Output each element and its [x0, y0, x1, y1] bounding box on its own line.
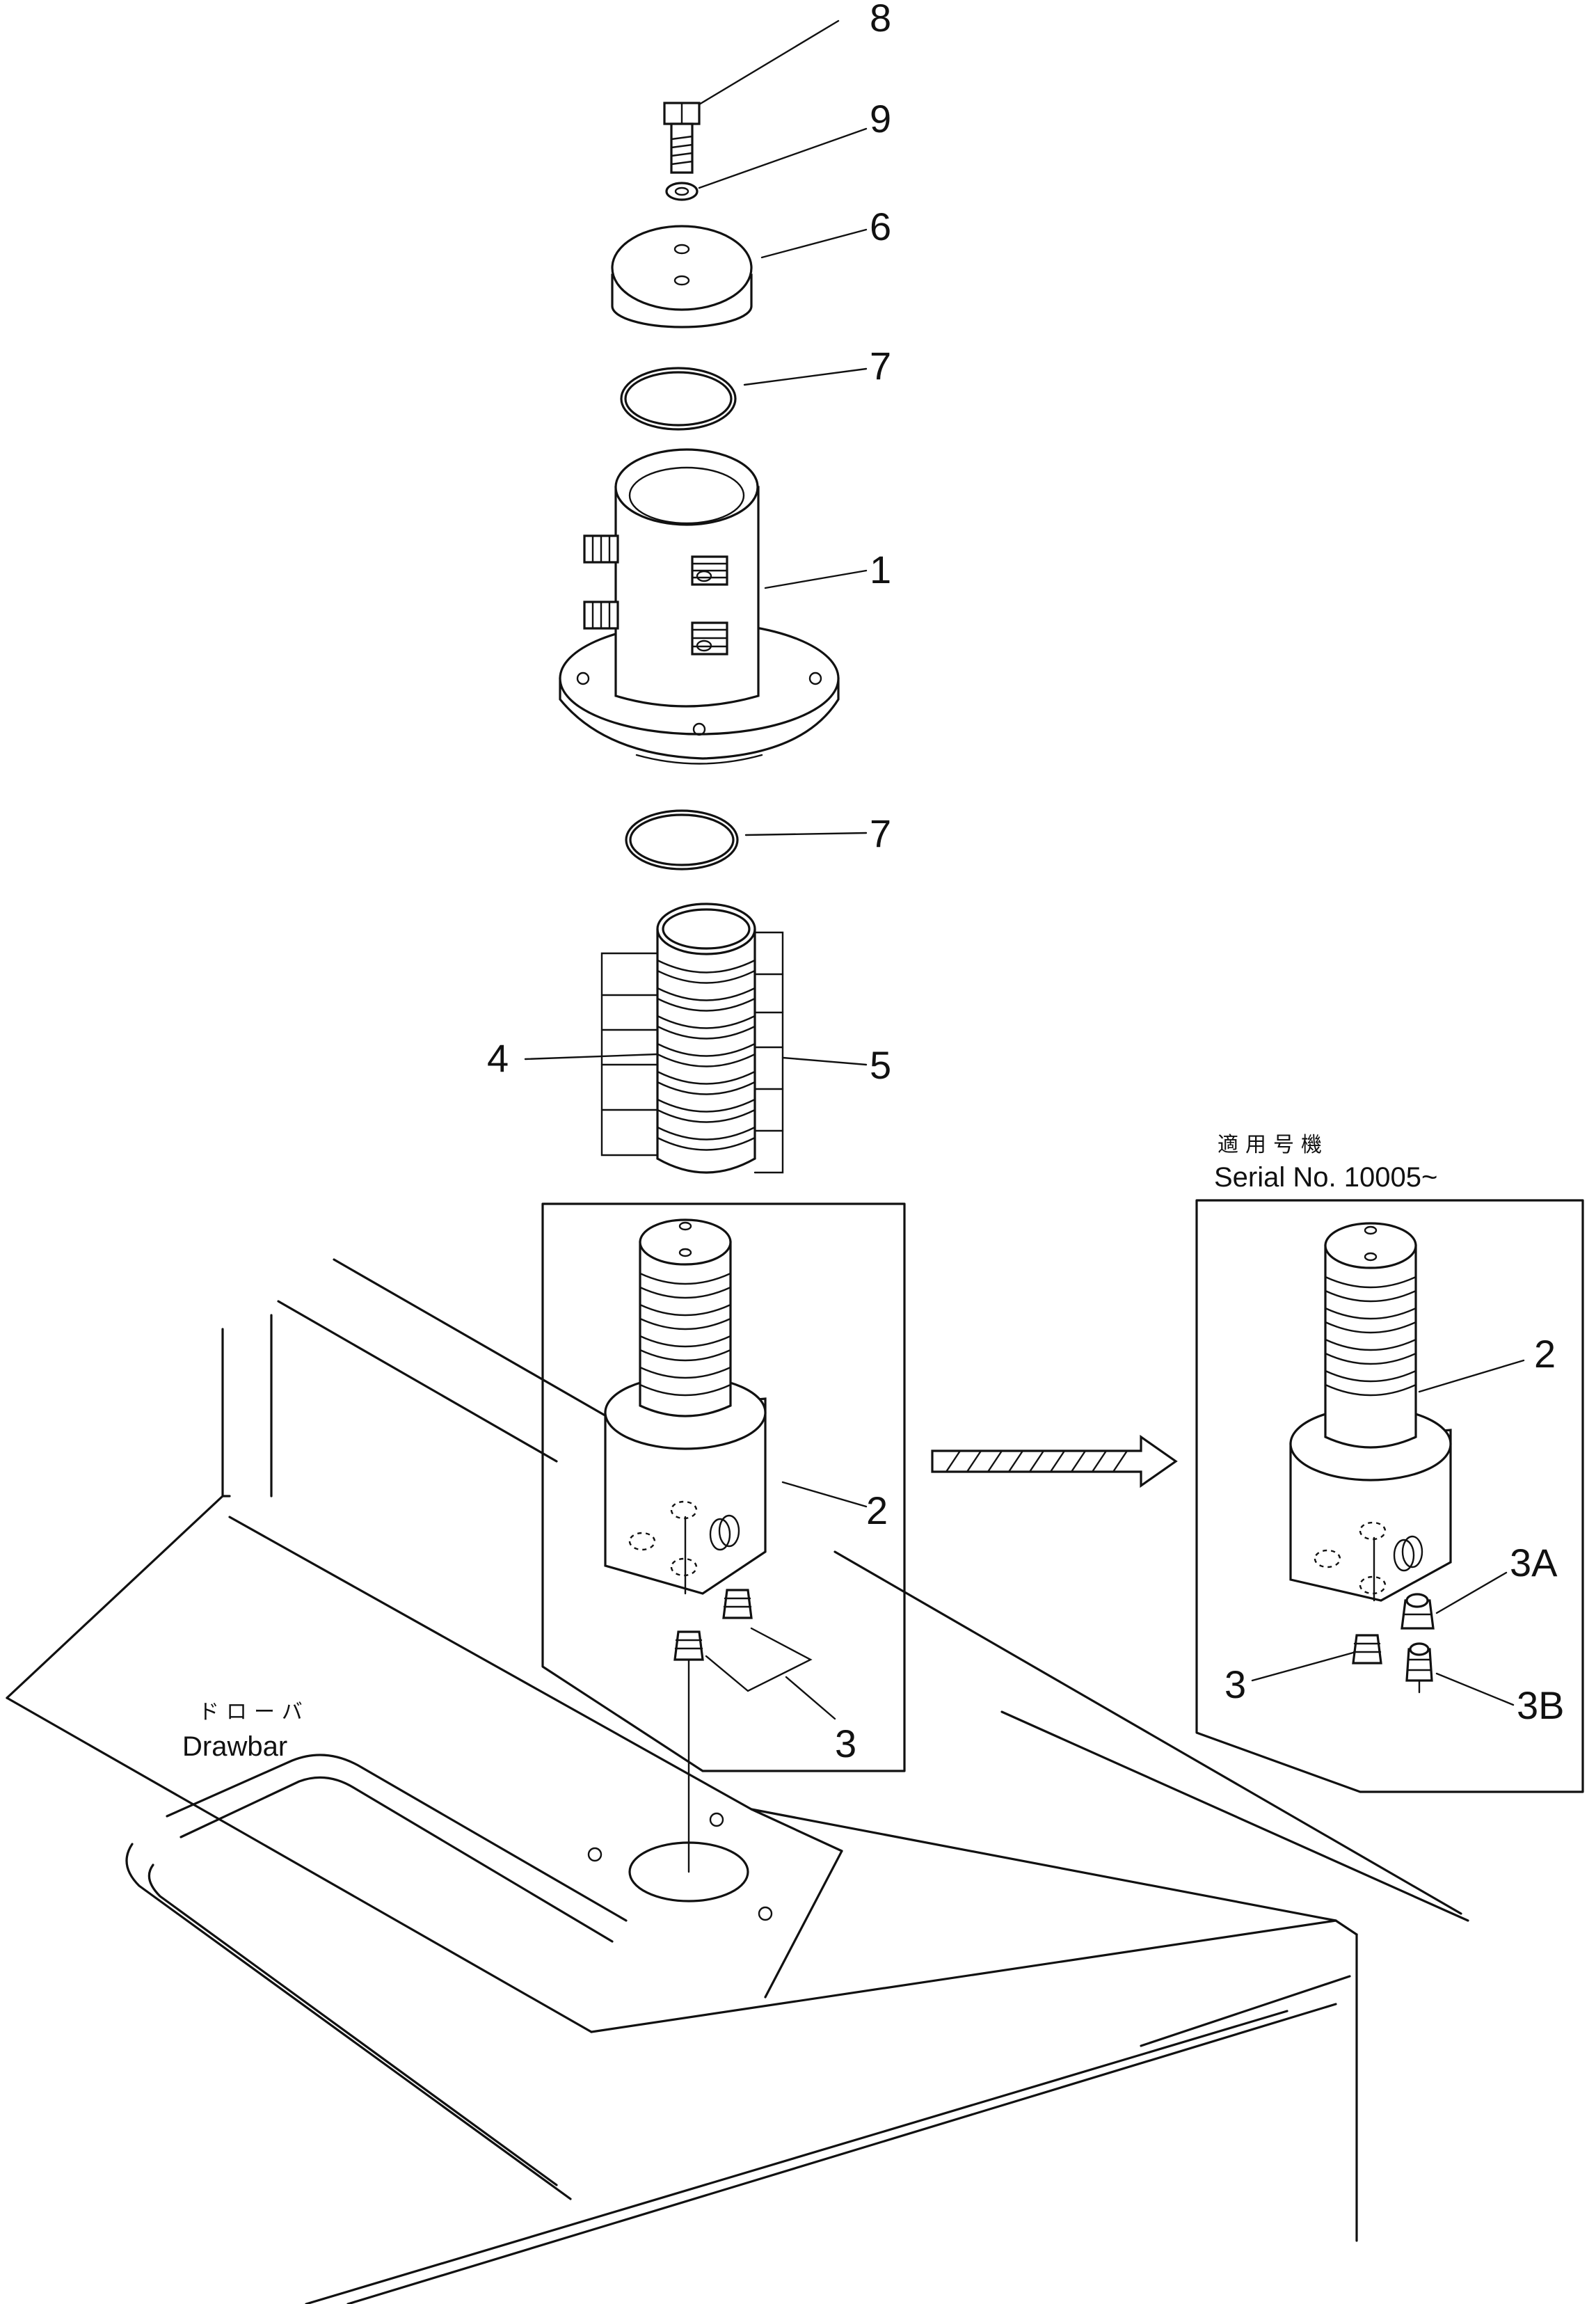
o-ring-part-7-top	[620, 367, 868, 431]
callout-8: 8	[870, 0, 891, 40]
callout-7-bottom: 7	[870, 811, 891, 855]
callout-5: 5	[870, 1043, 891, 1087]
callout-2-detail: 2	[1534, 1332, 1556, 1376]
serial-note-en: Serial No. 10005~	[1214, 1162, 1437, 1193]
callout-1: 1	[870, 548, 891, 591]
callout-2-main: 2	[866, 1488, 888, 1532]
serial-note-jp: 適用号機	[1218, 1134, 1329, 1157]
callout-3B: 3B	[1517, 1683, 1565, 1727]
rotor-shaft-part-2-detail	[1289, 1222, 1525, 1602]
main-assembly-box	[541, 1202, 906, 1772]
drawbar-label-en: Drawbar	[182, 1731, 287, 1762]
washer-part-9	[665, 127, 868, 201]
callout-3A: 3A	[1510, 1541, 1558, 1584]
callout-4: 4	[487, 1036, 509, 1080]
detail-box	[1195, 1199, 1584, 1793]
callout-9: 9	[870, 97, 891, 141]
callout-3-main: 3	[835, 1722, 856, 1765]
callout-7-top: 7	[870, 344, 891, 388]
bolt-part-8	[663, 19, 840, 174]
swivel-body-part-1	[559, 448, 868, 765]
change-arrow	[931, 1434, 1178, 1488]
cover-part-6	[611, 225, 868, 328]
callout-3-detail: 3	[1224, 1662, 1246, 1706]
seal-ring-stack-part-4-5	[524, 903, 868, 1174]
callout-6: 6	[870, 205, 891, 248]
grease-fittings-part-3-detail	[1251, 1571, 1515, 1706]
o-ring-part-7-bottom	[625, 809, 868, 871]
rotor-shaft-part-2	[604, 1218, 868, 1595]
grease-plugs-part-3-main	[673, 1589, 836, 1873]
drawbar-frame	[6, 1258, 1469, 2304]
drawbar-label-jp: ドローバ	[198, 1701, 310, 1724]
